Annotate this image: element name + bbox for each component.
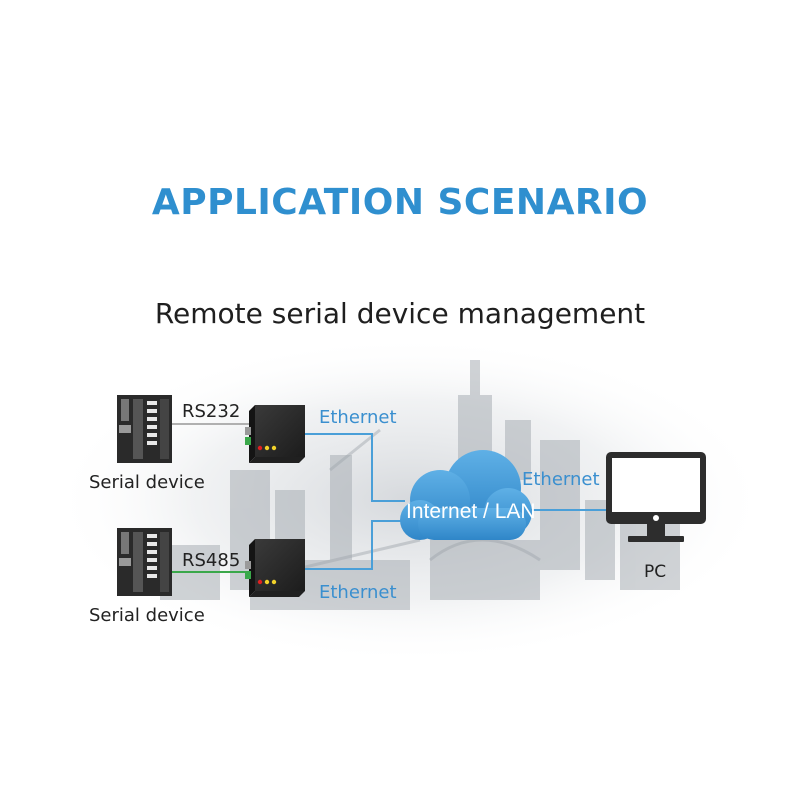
rs485-label: RS485 <box>182 550 241 571</box>
serial-device-icon <box>117 528 172 596</box>
cloud-label: Internet / LAN <box>406 500 536 523</box>
pc-label: PC <box>644 562 667 582</box>
ethernet-line-bottom <box>304 520 405 570</box>
monitor-icon <box>606 452 706 542</box>
ethernet-label-top: Ethernet <box>319 407 397 428</box>
converter-icon <box>245 405 305 463</box>
serial-device-label: Serial device <box>89 605 205 626</box>
ethernet-label-pc: Ethernet <box>522 469 600 490</box>
ethernet-line-top <box>304 433 405 502</box>
ethernet-label-bottom: Ethernet <box>319 582 397 603</box>
serial-device-label: Serial device <box>89 472 205 493</box>
cloud-icon <box>400 450 532 540</box>
page-title: APPLICATION SCENARIO <box>151 182 649 223</box>
connection-lines <box>172 423 608 573</box>
rs232-label: RS232 <box>182 401 241 422</box>
serial-device-icon <box>117 395 172 463</box>
converter-icon <box>245 539 305 597</box>
page-subtitle: Remote serial device management <box>154 297 646 330</box>
